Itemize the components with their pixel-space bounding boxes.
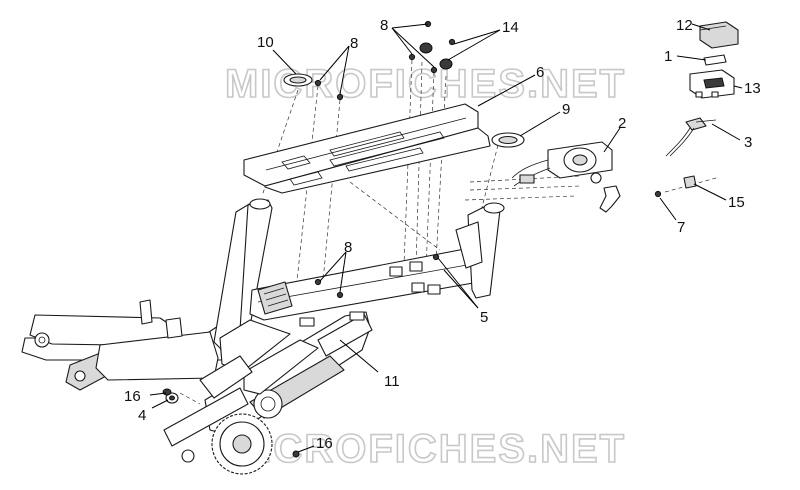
callout-8-top: 8 (380, 17, 388, 34)
assembly-dashed-lines (179, 59, 717, 405)
callout-3: 3 (744, 134, 752, 151)
callout-16-left: 16 (124, 388, 141, 405)
main-frame (21, 198, 505, 475)
callout-8-middle: 8 (344, 239, 352, 256)
callout-1: 1 (664, 48, 672, 65)
callout-14: 14 (502, 19, 519, 36)
callout-4: 4 (138, 407, 146, 424)
part-11-drive-housing (163, 311, 373, 463)
part-15-clip (683, 175, 697, 189)
part-9-grommet (491, 132, 525, 148)
part-3-sensor-cable (665, 117, 717, 157)
callout-10: 10 (257, 34, 274, 51)
part-12-cover (699, 21, 739, 49)
screws (292, 20, 662, 458)
callout-6: 6 (536, 64, 544, 81)
part-1-pad (703, 54, 727, 66)
callout-12: 12 (676, 17, 693, 34)
callout-13: 13 (744, 80, 761, 97)
callout-2: 2 (618, 115, 626, 132)
part-13-relay (689, 69, 735, 99)
callout-11: 11 (384, 373, 400, 390)
watermark-top: MICROFICHES.NET (225, 62, 626, 106)
callout-16-bottom: 16 (316, 435, 333, 452)
callout-7: 7 (677, 219, 685, 236)
callout-8-top-left: 8 (350, 35, 358, 52)
callout-9: 9 (562, 101, 570, 118)
watermark-bottom: MICROFICHES.NET (225, 427, 626, 471)
callout-labels: 12 1 13 3 15 7 10 8 8 14 6 9 2 8 5 11 16… (124, 17, 761, 452)
callout-5: 5 (480, 309, 488, 326)
part-14-dampers (419, 42, 453, 70)
leader-lines (149, 23, 743, 453)
callout-15: 15 (728, 194, 745, 211)
part-10-grommet (283, 73, 313, 87)
part-6-seat-plate (243, 103, 491, 194)
part-2-wiring-assembly (511, 141, 621, 213)
